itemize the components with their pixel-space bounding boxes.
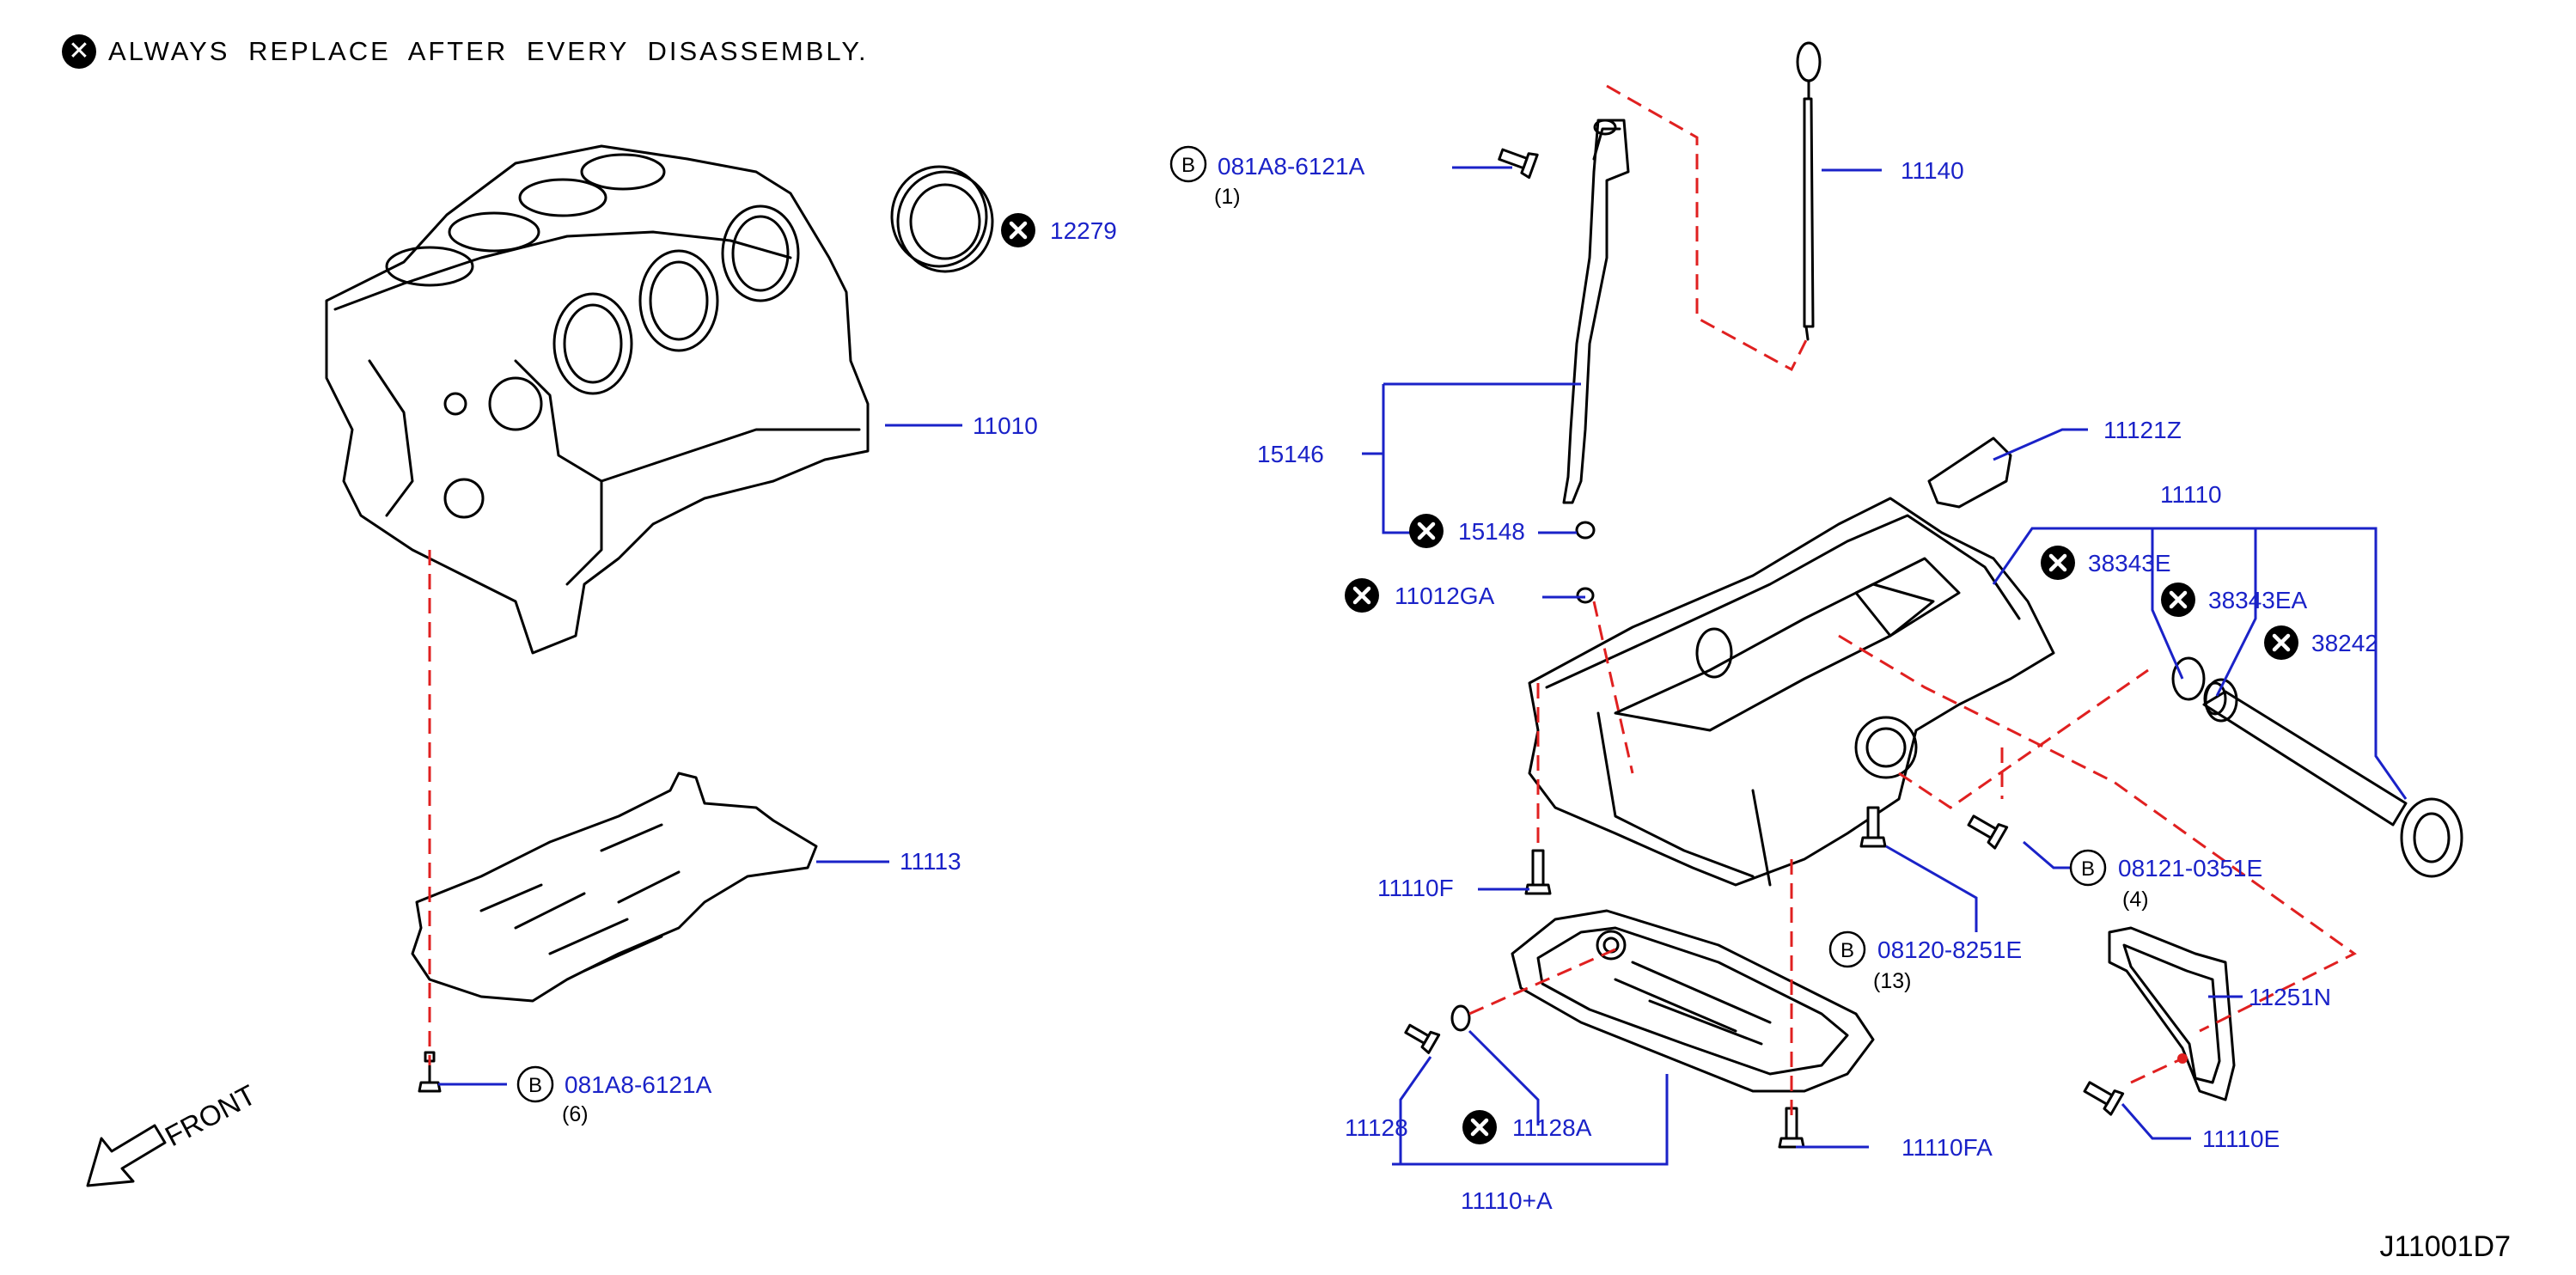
front-label: FRONT xyxy=(160,1078,261,1152)
part-number[interactable]: 38343EA xyxy=(2208,587,2308,613)
replace-note: ✕ ALWAYS REPLACE AFTER EVERY DISASSEMBLY… xyxy=(62,33,869,70)
part-number[interactable]: 38343E xyxy=(2088,550,2171,576)
part-number[interactable]: 12279 xyxy=(1050,217,1117,244)
callout-081a8-6121a-1[interactable]: B 081A8-6121A (1) xyxy=(1169,145,1365,209)
replace-x-icon xyxy=(1001,213,1035,247)
gauge-guide-tube-illustration xyxy=(1562,119,1630,504)
oil-strainer-illustration xyxy=(1927,436,2012,509)
part-number[interactable]: 08120-8251E xyxy=(1877,936,2022,963)
svg-text:B: B xyxy=(2081,857,2095,881)
svg-text:B: B xyxy=(528,1074,542,1097)
callout-15146[interactable]: 15146 xyxy=(1257,441,1324,467)
callout-11128a[interactable]: 11128A xyxy=(1462,1110,1592,1144)
callout-11251n[interactable]: 11251N xyxy=(2249,984,2331,1010)
oil-pipe-illustration xyxy=(2171,656,2463,878)
bolt-marker-icon: B xyxy=(1169,145,1207,183)
part-number[interactable]: 11110 xyxy=(2160,481,2222,508)
svg-text:B: B xyxy=(1840,939,1854,962)
callout-11110f[interactable]: 11110F xyxy=(1377,875,1454,901)
part-number[interactable]: 11010 xyxy=(973,412,1038,439)
quantity: (13) xyxy=(1873,969,1911,993)
callout-11110[interactable]: 11110 xyxy=(2160,481,2222,508)
leader-lines xyxy=(438,166,2408,1166)
bolt-marker-icon: B xyxy=(516,1065,554,1103)
callout-081a8-6121a-6[interactable]: B 081A8-6121A (6) xyxy=(516,1065,712,1126)
lower-oil-pan-illustration xyxy=(1511,909,1875,1093)
part-number[interactable]: 11110E xyxy=(2202,1126,2280,1152)
callout-08121-0351e[interactable]: B 08121-0351E (4) xyxy=(2069,849,2262,912)
callout-11110fa[interactable]: 11110FA xyxy=(1901,1134,1993,1161)
part-number[interactable]: 11121Z xyxy=(2103,417,2182,443)
diagram-code: J11001D7 xyxy=(2380,1230,2512,1263)
callout-11113[interactable]: 11113 xyxy=(900,848,961,875)
replace-x-icon xyxy=(2041,546,2075,580)
replace-x-icon xyxy=(2264,625,2298,660)
callout-12279[interactable]: 12279 xyxy=(1001,213,1117,247)
part-number[interactable]: 15148 xyxy=(1458,518,1525,545)
replace-x-icon xyxy=(1409,514,1444,548)
part-number[interactable]: 11140 xyxy=(1901,157,1964,184)
callout-11110e[interactable]: 11110E xyxy=(2202,1126,2280,1152)
callout-38242[interactable]: 38242 xyxy=(2264,625,2378,660)
callout-08120-8251e[interactable]: B 08120-8251E (13) xyxy=(1828,930,2022,993)
replace-x-icon xyxy=(1462,1110,1497,1144)
part-number[interactable]: 11128A xyxy=(1512,1114,1592,1141)
oil-seal-illustration xyxy=(890,165,994,273)
dashed-guides xyxy=(428,84,2357,1117)
callout-38343ea[interactable]: 38343EA xyxy=(2161,583,2308,617)
bolt-marker-icon: B xyxy=(2069,849,2107,887)
part-number[interactable]: 081A8-6121A xyxy=(1218,153,1365,180)
quantity: (1) xyxy=(1214,185,1241,209)
quantity: (6) xyxy=(562,1102,589,1126)
oil-level-gauge-illustration xyxy=(1796,41,1822,341)
replace-x-icon xyxy=(1345,578,1379,613)
callout-11121z[interactable]: 11121Z xyxy=(2103,417,2182,443)
callout-11140[interactable]: 11140 xyxy=(1901,157,1964,184)
callout-15148[interactable]: 15148 xyxy=(1409,514,1525,548)
replace-note-text: ALWAYS REPLACE AFTER EVERY DISASSEMBLY. xyxy=(108,36,869,66)
part-number[interactable]: 38242 xyxy=(2311,630,2378,656)
cylinder-block-illustration xyxy=(325,144,870,655)
part-number[interactable]: 11110+A xyxy=(1461,1187,1553,1214)
gasket-illustration xyxy=(2108,926,2236,1101)
upper-oil-pan-illustration xyxy=(1528,497,2055,887)
part-number[interactable]: 11012GA xyxy=(1395,583,1495,609)
bolt-marker-icon: B xyxy=(1828,930,1866,968)
x-circle-icon: ✕ xyxy=(62,34,96,69)
part-number[interactable]: 08121-0351E xyxy=(2118,855,2262,882)
part-number[interactable]: 11251N xyxy=(2249,984,2331,1010)
quantity: (4) xyxy=(2122,888,2149,912)
callout-11012ga[interactable]: 11012GA xyxy=(1345,578,1495,613)
svg-text:B: B xyxy=(1181,154,1195,177)
callout-38343e[interactable]: 38343E xyxy=(2041,546,2171,580)
callout-11010[interactable]: 11010 xyxy=(973,412,1038,439)
part-number[interactable]: 11110FA xyxy=(1901,1134,1993,1161)
part-number[interactable]: 081A8-6121A xyxy=(565,1071,712,1098)
replace-x-icon xyxy=(2161,583,2195,617)
front-arrow-icon xyxy=(86,1124,167,1187)
callout-11128[interactable]: 11128 xyxy=(1345,1114,1408,1141)
part-number[interactable]: 11110F xyxy=(1377,875,1454,901)
part-number[interactable]: 15146 xyxy=(1257,441,1324,467)
part-number[interactable]: 11128 xyxy=(1345,1114,1408,1141)
callout-11110-a[interactable]: 11110+A xyxy=(1461,1187,1553,1214)
part-number[interactable]: 11113 xyxy=(900,848,961,875)
baffle-plate-illustration xyxy=(411,772,818,1003)
